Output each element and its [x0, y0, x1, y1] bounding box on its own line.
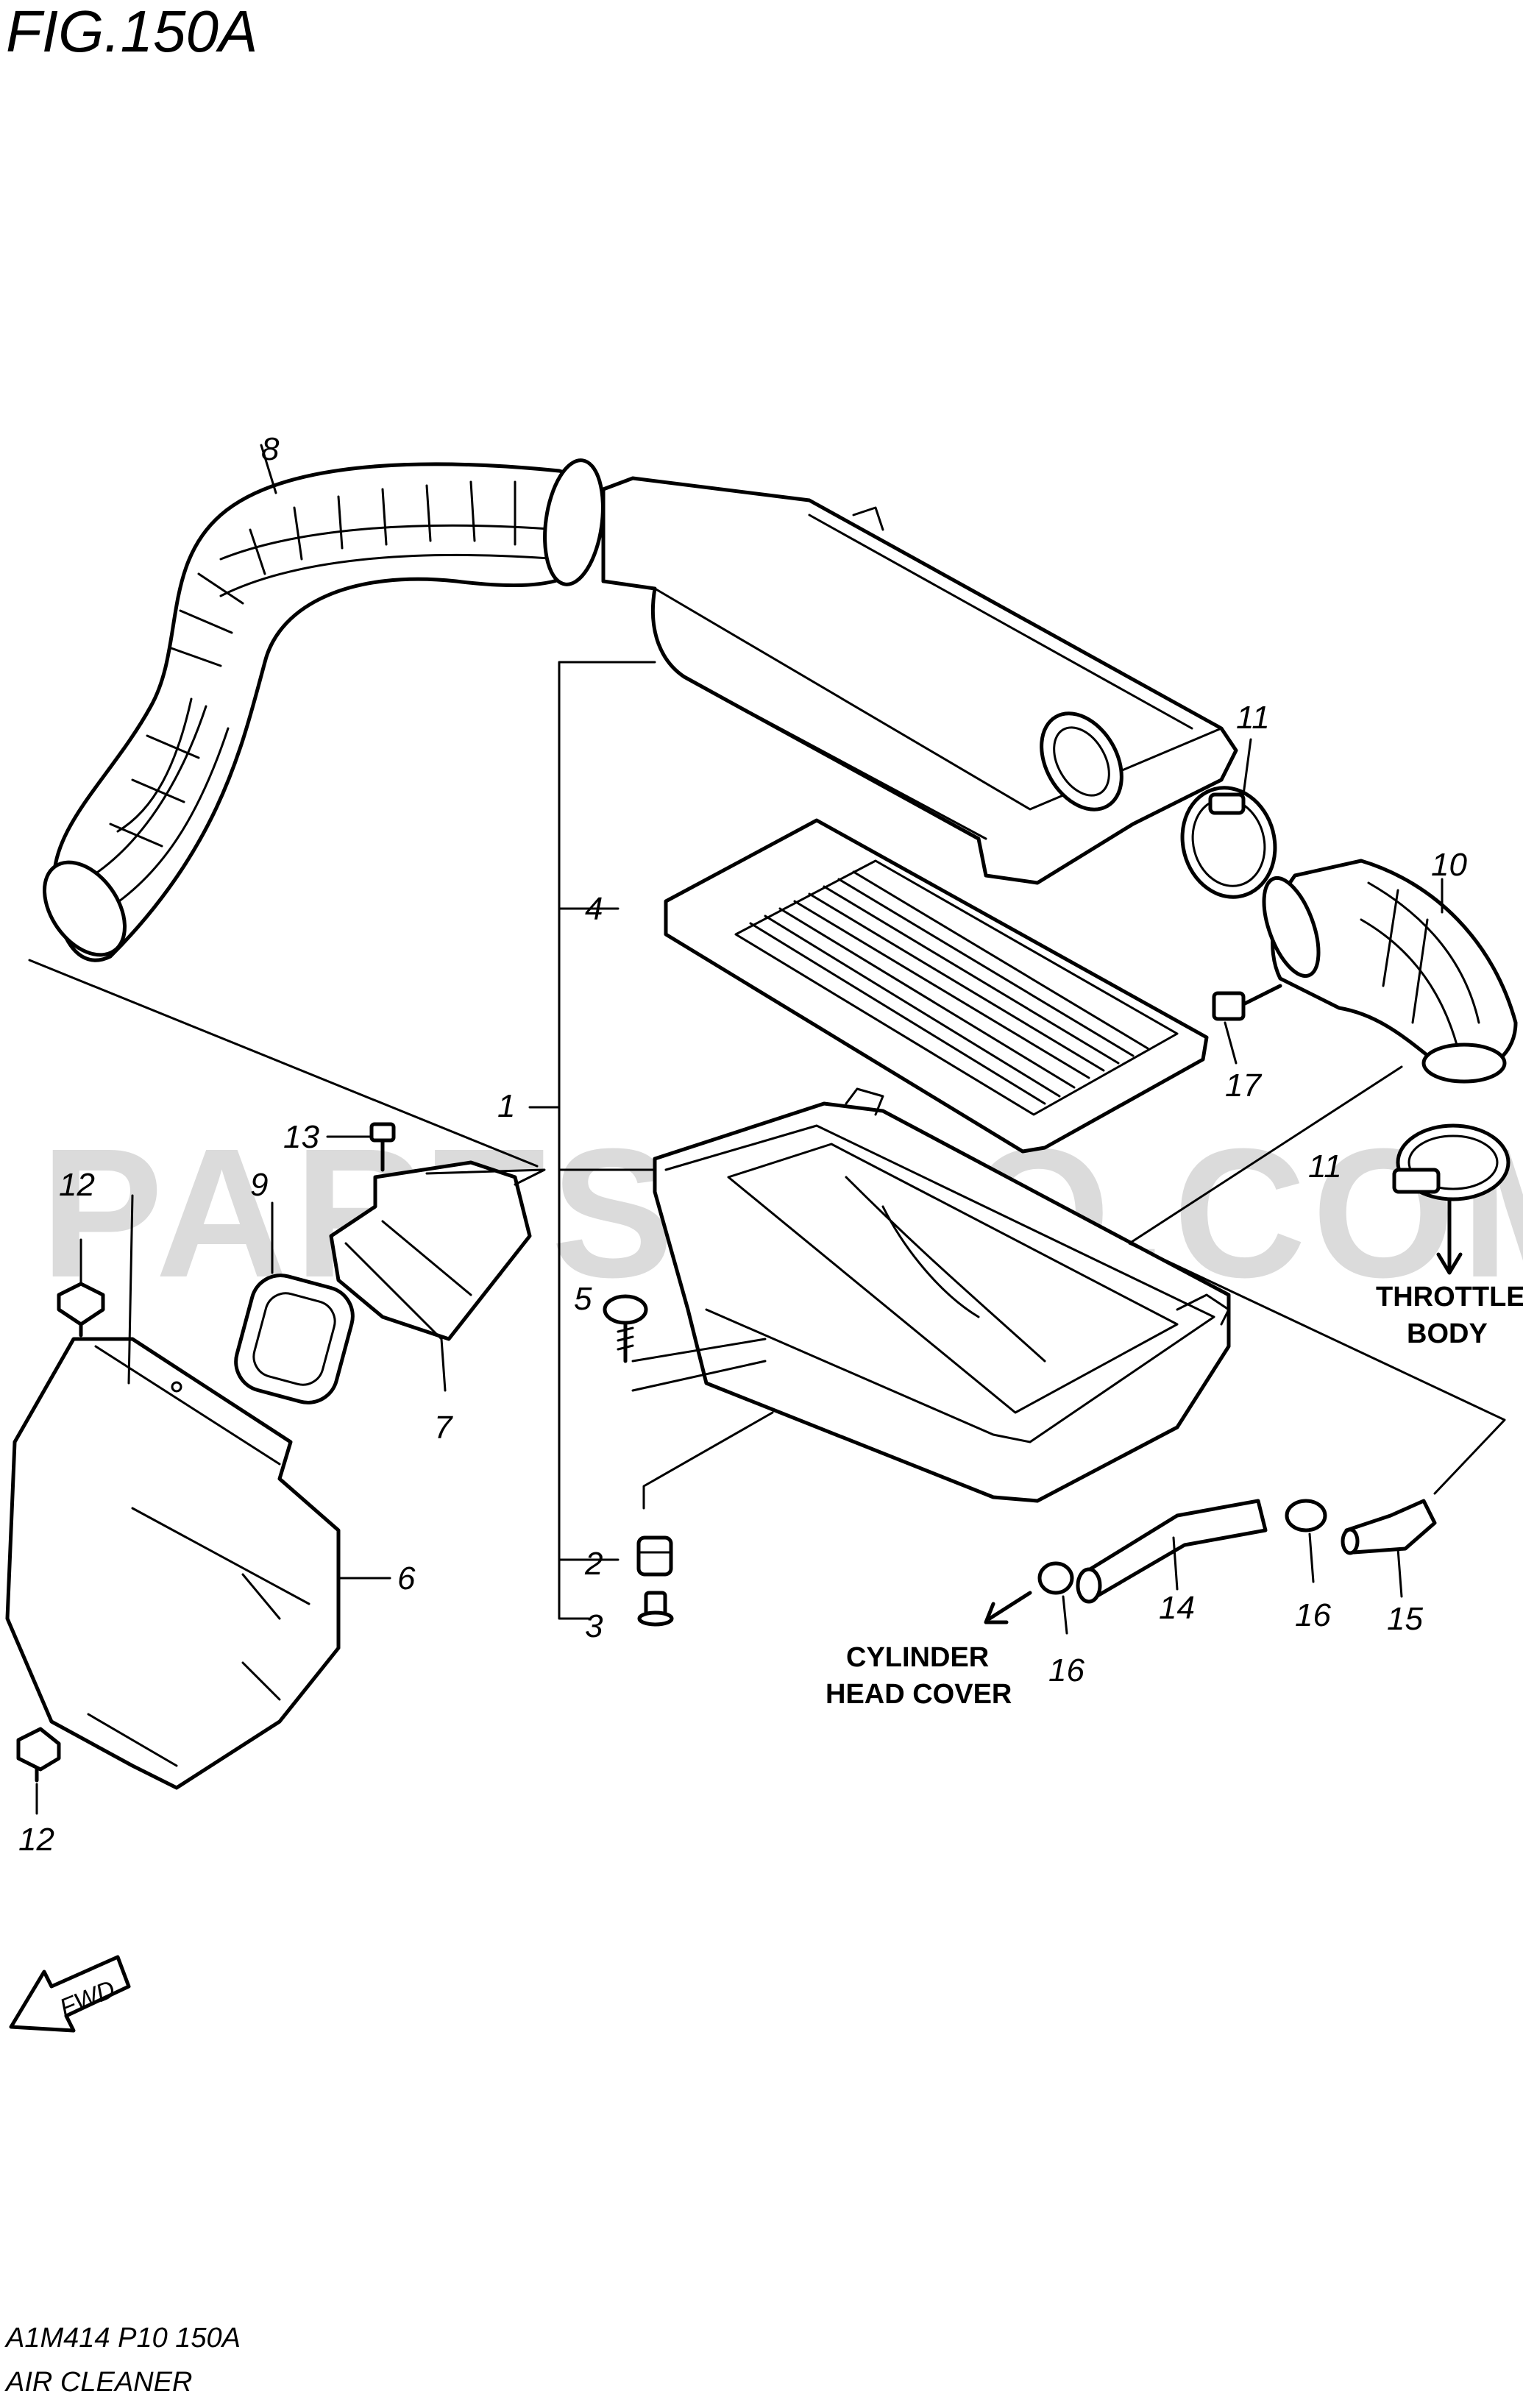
part-11-clamp-upper [1180, 786, 1277, 899]
part-17-sensor [1212, 984, 1282, 1021]
part-13-bolt [369, 1122, 396, 1172]
part-16-clamp-left [1037, 1561, 1074, 1595]
part-1-lower-case [653, 1087, 1231, 1503]
throttle-label-line2: BODY [1407, 1318, 1488, 1349]
part-10-outlet-hose [1262, 859, 1518, 1084]
leader-lines [28, 444, 1506, 1815]
callout-15: 15 [1387, 1601, 1423, 1637]
callout-4: 4 [585, 891, 603, 927]
cylinder-label-line1: CYLINDER [846, 1642, 989, 1673]
callout-6: 6 [397, 1560, 416, 1597]
fwd-arrow: FWD [9, 1955, 131, 2033]
part-11-clamp-lower [1392, 1123, 1510, 1201]
part-8-intake-hose [42, 458, 605, 962]
figure-title: FIG.150A [6, 0, 258, 64]
cylinder-label-line2: HEAD COVER [826, 1679, 1012, 1710]
part-14-breather-hose [1076, 1499, 1268, 1604]
throttle-label-line1: THROTTLE [1376, 1282, 1523, 1313]
part-12-clip-lower [16, 1727, 61, 1783]
part-3-collar [637, 1591, 674, 1627]
callout-5: 5 [574, 1281, 592, 1317]
part-4-air-filter [664, 818, 1209, 1154]
part-2-grommet [636, 1535, 673, 1577]
callout-1: 1 [497, 1088, 515, 1124]
callouts: 8 1 4 5 2 3 11 10 17 11 13 12 9 7 6 12 1… [18, 431, 1467, 1858]
callout-7: 7 [434, 1410, 453, 1446]
upper-air-cleaner-case [601, 476, 1238, 885]
callout-13: 13 [283, 1119, 319, 1155]
callout-14: 14 [1159, 1590, 1195, 1626]
callout-11-upper: 11 [1236, 700, 1270, 736]
callout-3: 3 [585, 1608, 603, 1644]
callout-12-upper: 12 [59, 1167, 95, 1203]
callout-9: 9 [250, 1167, 268, 1203]
callout-12-lower: 12 [18, 1822, 54, 1858]
part-9-seal [234, 1274, 355, 1404]
callout-2: 2 [584, 1546, 603, 1582]
part-16-clamp-right [1285, 1499, 1327, 1532]
part-6-cover [5, 1337, 341, 1790]
part-7-inlet-duct [329, 1160, 532, 1341]
callout-10: 10 [1431, 847, 1467, 883]
callout-16-right: 16 [1295, 1597, 1331, 1633]
destination-labels: THROTTLE BODY CYLINDER HEAD COVER [826, 1282, 1523, 1710]
callout-8: 8 [261, 431, 280, 467]
part-15-joint [1341, 1499, 1437, 1555]
callout-11-lower: 11 [1308, 1148, 1342, 1185]
part-12-clip-upper [57, 1282, 105, 1338]
footer-name: AIR CLEANER [4, 2367, 192, 2398]
part-5-screw [603, 1294, 648, 1363]
footer-code: A1M414 P10 150A [4, 2323, 241, 2354]
callout-16-left: 16 [1048, 1652, 1084, 1688]
callout-17: 17 [1225, 1068, 1262, 1104]
